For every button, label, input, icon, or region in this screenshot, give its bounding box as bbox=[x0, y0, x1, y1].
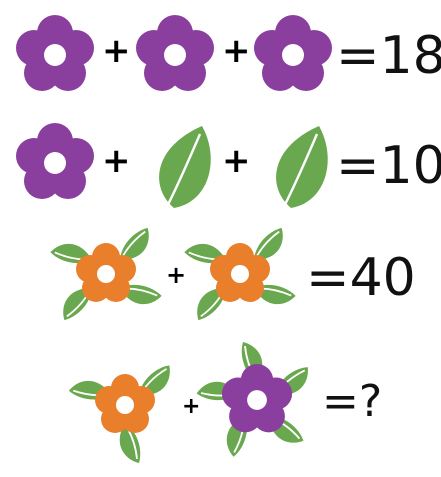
purple-flower-icon bbox=[136, 15, 214, 91]
plus-operator: + bbox=[222, 31, 251, 71]
orange-flower-with-four-leaves-icon bbox=[182, 228, 298, 320]
plus-operator: + bbox=[102, 141, 131, 181]
purple-flower-icon bbox=[16, 123, 94, 199]
orange-flower-with-three-leaves-icon bbox=[67, 363, 179, 464]
row-2-result: =10 bbox=[336, 136, 441, 196]
row-3-result: =40 bbox=[306, 248, 416, 308]
plus-operator: + bbox=[222, 141, 251, 181]
purple-flower-icon bbox=[16, 15, 94, 91]
orange-flower-with-four-leaves-icon bbox=[48, 228, 164, 320]
row-4-result: =? bbox=[322, 376, 383, 427]
plus-operator: + bbox=[102, 31, 131, 71]
plus-operator: + bbox=[166, 261, 187, 289]
row-1-result: =18 bbox=[336, 26, 441, 86]
leaf-icon bbox=[274, 124, 329, 218]
plus-operator: + bbox=[182, 394, 201, 419]
purple-flower-with-five-leaves-icon bbox=[195, 341, 316, 459]
purple-flower-icon bbox=[254, 15, 332, 91]
leaf-icon bbox=[157, 124, 212, 218]
